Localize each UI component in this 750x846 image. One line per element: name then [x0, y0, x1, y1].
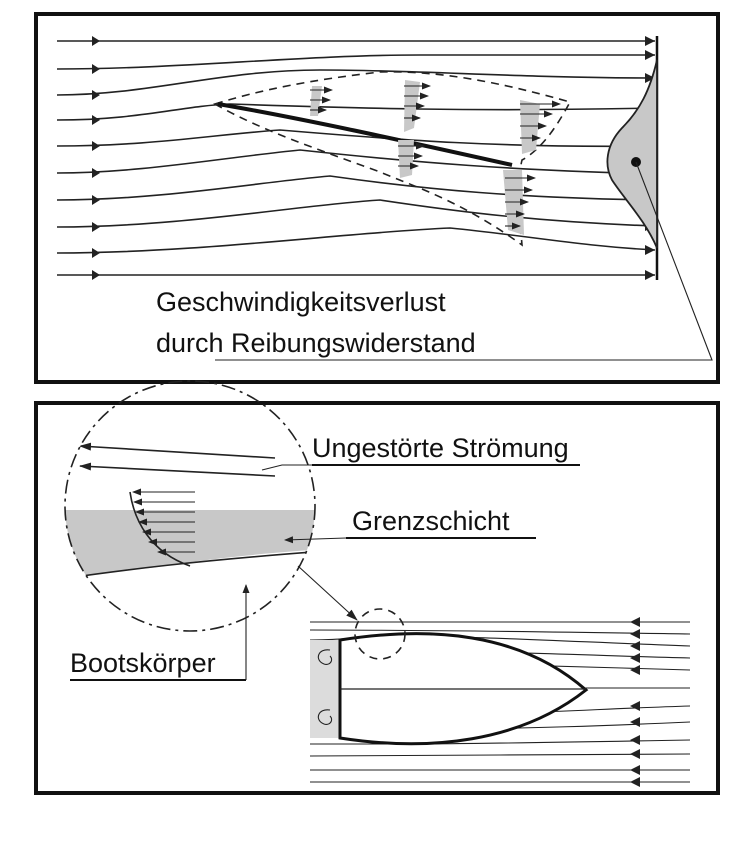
sail-profile: [217, 102, 513, 167]
undisturbed-flow-label: Ungestörte Strömung: [312, 433, 569, 463]
zoom-circle: [64, 380, 316, 632]
streamline: [56, 103, 656, 121]
lower-panel: Ungestörte Strömung Grenzschicht Bootskö…: [34, 380, 720, 795]
streamline-arrowheads: [92, 36, 100, 280]
zoom-detail: [65, 442, 315, 583]
streamline: [56, 54, 655, 70]
detail-marker-circle: [354, 608, 406, 660]
upper-panel: Geschwindigkeitsverlust durch Reibungswi…: [34, 12, 720, 384]
streamlines: [56, 36, 656, 280]
boat-flow-arrowheads: [630, 617, 640, 787]
boundary-layer-label: Grenzschicht: [352, 506, 510, 536]
boundary-layer-shading: [65, 510, 315, 580]
undisturbed-flow-leader: [261, 464, 312, 471]
eddy-upper: [317, 649, 333, 665]
eddy-lower: [317, 709, 333, 725]
velocity-deficit-bump: [606, 59, 658, 249]
deficit-label-line1: Geschwindigkeitsverlust: [156, 287, 446, 317]
streamline: [56, 149, 656, 175]
leader-line: [215, 161, 713, 361]
hull-label: Bootskörper: [70, 648, 216, 678]
boundary-layer-leader: [284, 536, 347, 544]
boundary-layer-envelope: [213, 71, 572, 247]
undisturbed-flow-line: [79, 462, 276, 477]
deficit-label-line2: durch Reibungswiderstand: [156, 328, 476, 358]
streamline: [56, 227, 656, 254]
streamline: [56, 129, 656, 148]
streamline: [56, 199, 656, 228]
streamline: [56, 69, 656, 96]
undisturbed-flow-line: [79, 442, 276, 459]
lower-panel-frame: [34, 401, 720, 795]
velocity-profiles: [310, 80, 561, 235]
upper-panel-frame: [34, 12, 720, 384]
zoom-connector: [297, 565, 358, 621]
streamline: [56, 175, 656, 201]
